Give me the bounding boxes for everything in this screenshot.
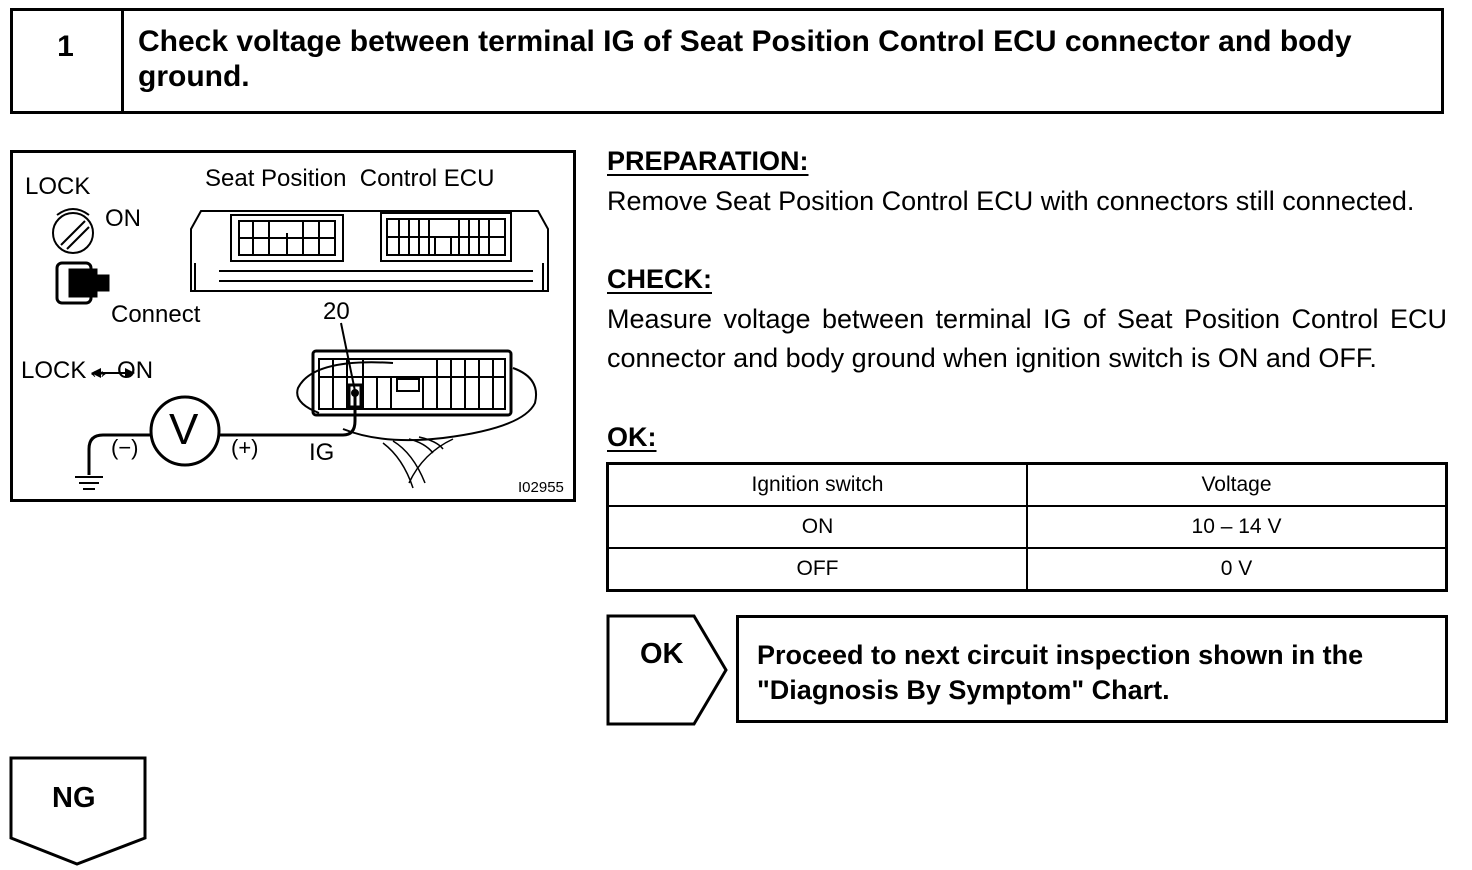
ground-icon [75,476,103,490]
ok-result-arrow [606,614,728,726]
table-header-cell: Voltage [1026,462,1448,507]
preparation-text: Remove Seat Position Control ECU with co… [607,186,1415,216]
ng-result-label: NG [52,782,96,814]
voltmeter-label: V [169,405,199,454]
ok-heading: OK: [607,422,657,452]
table-row: ON 10 – 14 V [606,505,1448,549]
table-header-cell: Ignition switch [606,462,1028,507]
table-header-row: Ignition switch Voltage [606,462,1448,507]
check-text: Measure voltage between terminal IG of S… [607,304,1447,373]
step-header-box [10,8,1444,114]
step-title: Check voltage between terminal IG of Sea… [138,25,1352,93]
ok-result-text: Proceed to next circuit inspection shown… [736,615,1448,723]
negative-terminal-label: (−) [111,435,139,460]
table-cell: 0 V [1026,547,1448,592]
table-cell: 10 – 14 V [1026,505,1448,549]
ig-terminal-label: IG [309,439,335,466]
double-arrow-icon [91,368,135,378]
table-cell: OFF [606,547,1028,592]
wire-harness [382,436,454,489]
voltmeter-icon [149,395,221,467]
voltage-spec-table: Ignition switch Voltage ON 10 – 14 V OFF… [606,462,1448,592]
preparation-heading: PREPARATION: [607,146,809,176]
ecu-body [190,210,549,292]
table-cell: ON [606,505,1028,549]
ignition-key-icon [52,208,94,254]
connector-plug-icon [55,261,110,305]
lock-on-label: LOCK↔ ON [21,357,154,384]
figure-id: I02955 [518,479,564,496]
table-row: OFF 0 V [606,547,1448,592]
positive-terminal-label: (+) [231,435,259,460]
ok-result-label: OK [640,638,684,670]
step-number: 1 [10,8,124,114]
ecu-title-label: Seat Position Control ECU [205,165,495,192]
connect-label: Connect [111,301,201,328]
ecu-connector-front [296,349,537,442]
ng-result-arrow [9,756,147,866]
check-heading: CHECK: [607,264,712,294]
on-label: ON [105,205,141,232]
ecu-illustration: LOCK ON Connect Seat Position Control EC… [10,150,576,502]
pin-number-label: 20 [323,298,350,325]
lock-label: LOCK [25,173,91,200]
